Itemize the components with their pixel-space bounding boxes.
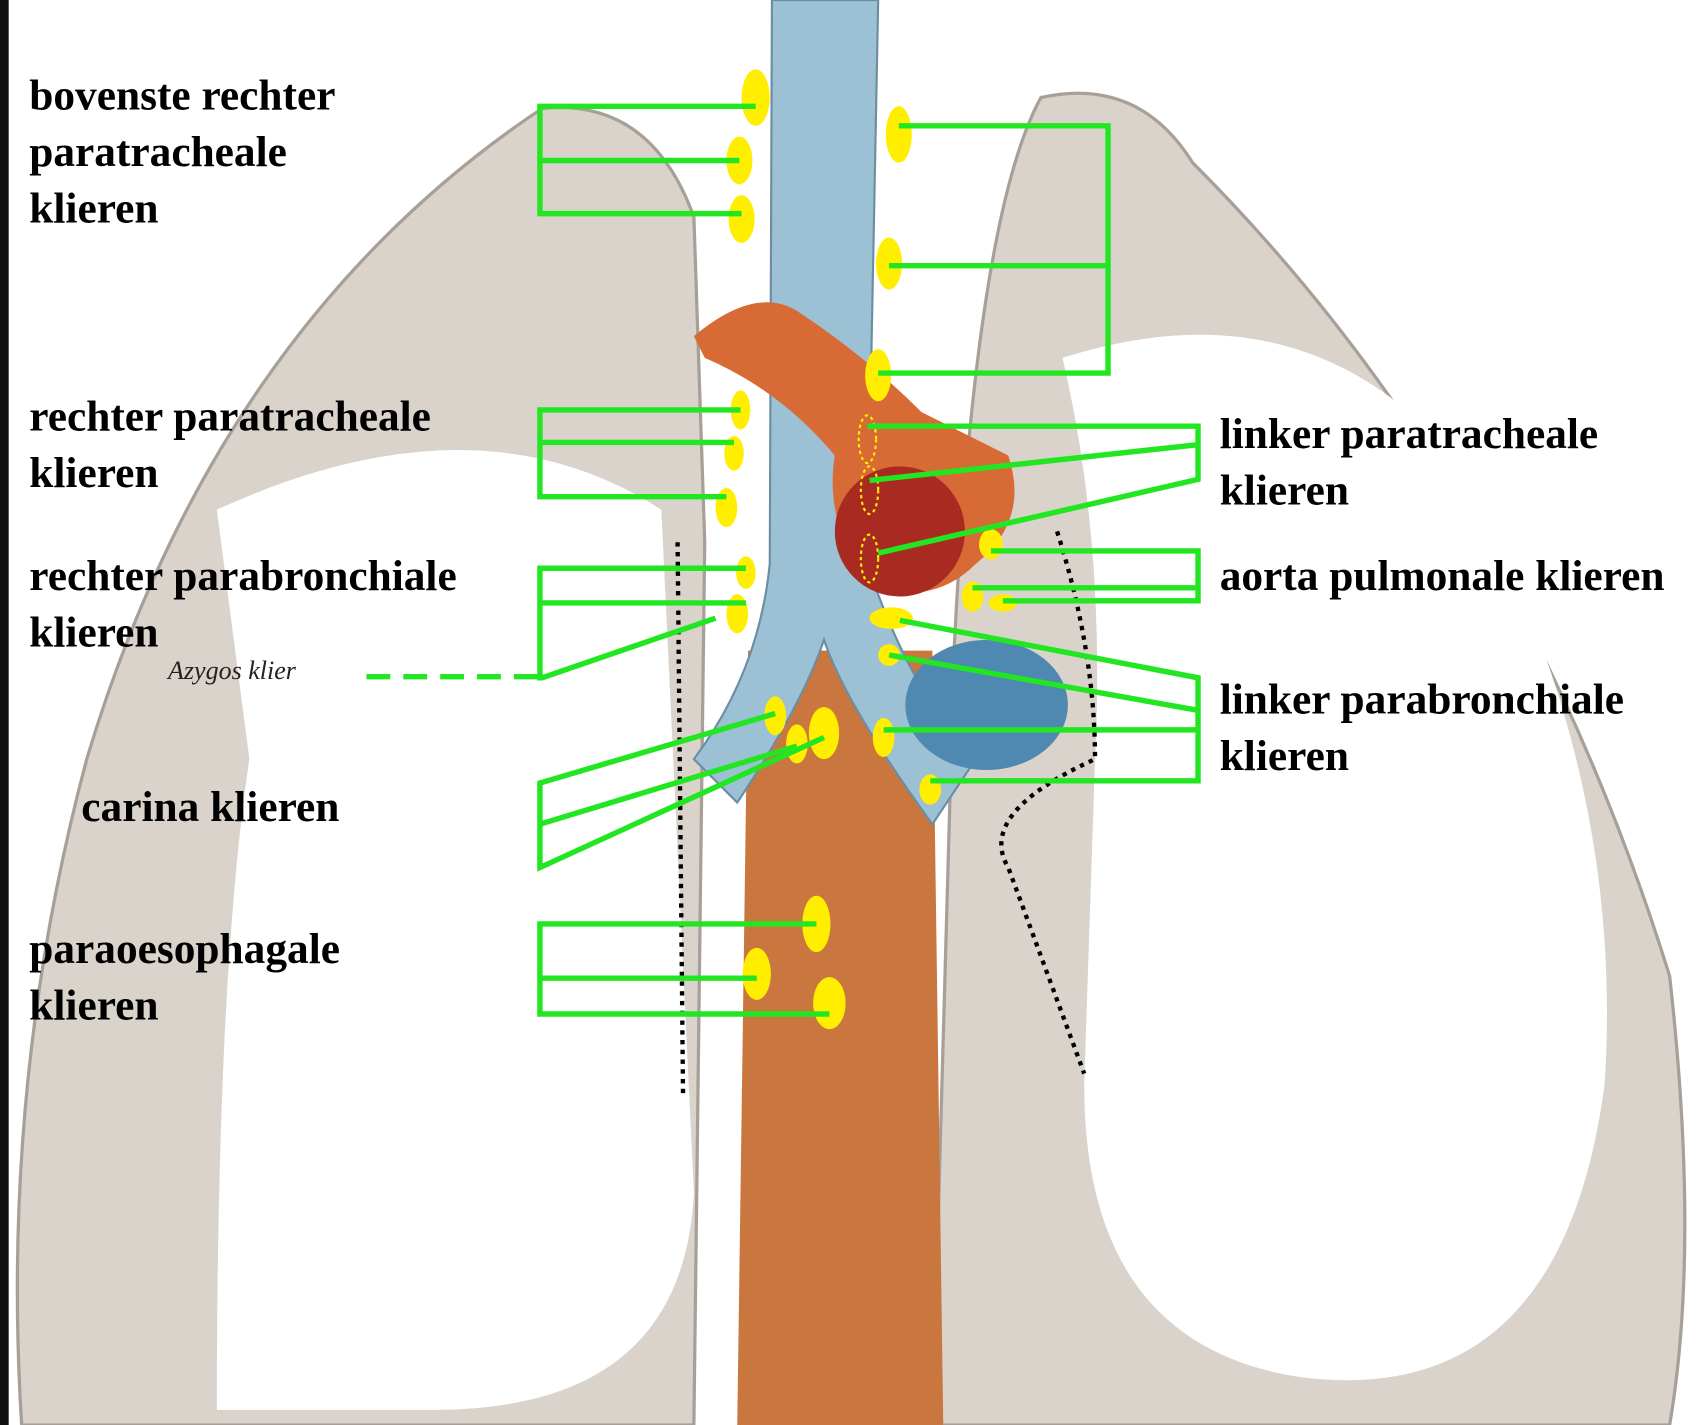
label-line: linker parabronchiale xyxy=(1220,676,1624,724)
label-line: bovenste rechter xyxy=(29,72,335,120)
label-left-paratracheal: linker paratracheale klieren xyxy=(1220,410,1598,514)
lymph-node xyxy=(736,556,756,589)
lymph-node xyxy=(741,69,770,126)
lymph-nodes xyxy=(715,69,1017,1030)
label-line: paratracheale xyxy=(29,128,287,176)
label-line: klieren xyxy=(29,184,158,232)
label-carina: carina klieren xyxy=(81,783,339,831)
label-aortopulmonary: aorta pulmonale klieren xyxy=(1220,552,1665,600)
label-upper-right-paratracheal: bovenste rechter paratracheale klieren xyxy=(29,72,335,233)
lymph-node xyxy=(742,947,771,1000)
label-line: rechter paratracheale xyxy=(29,393,431,441)
lymph-node xyxy=(715,488,738,528)
label-right-parabronchial: rechter parabronchiale klieren xyxy=(29,552,456,656)
label-right-paratracheal: rechter paratracheale klieren xyxy=(29,393,431,497)
esophagus xyxy=(737,650,944,1425)
label-line: linker paratracheale xyxy=(1220,410,1598,458)
label-paraoesophageal: paraoesophagale klieren xyxy=(29,925,340,1029)
label-azygos: Azygos klier xyxy=(166,656,297,685)
lymph-node xyxy=(726,594,749,634)
lymph-node xyxy=(813,977,846,1030)
pleural-boundary xyxy=(675,542,686,1096)
lymph-node xyxy=(979,529,1003,560)
lymph-node xyxy=(885,106,912,163)
pulmonary-vessel xyxy=(905,639,1068,770)
label-line: paraoesophagale xyxy=(29,925,340,973)
lymph-node xyxy=(872,717,895,757)
left-edge-bar xyxy=(0,0,9,1425)
lymph-node-hidden xyxy=(857,414,878,465)
lymph-node xyxy=(869,607,913,629)
lymph-node-hidden xyxy=(859,465,880,516)
lymph-node xyxy=(808,707,840,760)
label-line: klieren xyxy=(29,981,158,1029)
label-line: klieren xyxy=(29,449,158,497)
leader-lines xyxy=(366,103,1201,1017)
right-lung-cutout xyxy=(216,450,694,1410)
aorta-cross-section xyxy=(834,466,965,597)
label-line: klieren xyxy=(29,608,158,656)
label-line: rechter parabronchiale xyxy=(29,552,456,600)
lymph-node xyxy=(728,195,755,243)
lymph-node-hidden xyxy=(859,533,880,584)
label-left-parabronchial: linker parabronchiale klieren xyxy=(1220,676,1624,780)
label-line: klieren xyxy=(1220,732,1349,780)
label-line: klieren xyxy=(1220,466,1349,514)
